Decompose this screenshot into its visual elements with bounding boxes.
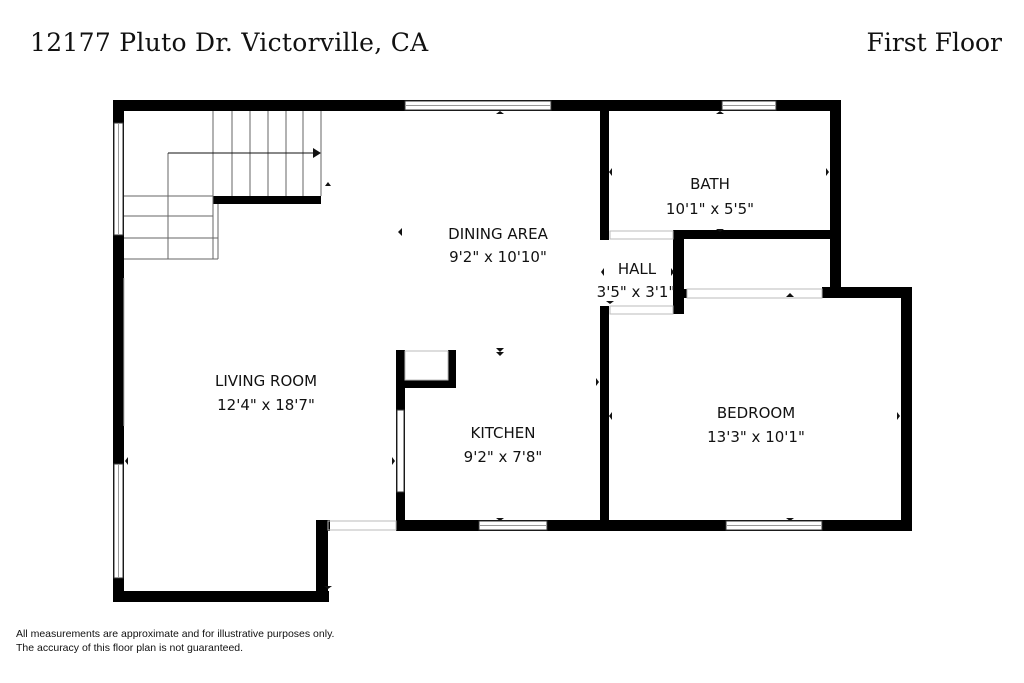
room-dining: DINING AREA 9'2" x 10'10" <box>448 225 548 266</box>
wall-nook-right <box>448 350 456 388</box>
disclaimer-line: All measurements are approximate and for… <box>16 628 335 640</box>
wall-hall-right <box>673 230 684 314</box>
staircase <box>124 111 322 260</box>
windows <box>113 100 823 579</box>
room-name: LIVING ROOM <box>215 372 317 390</box>
stair-arrow-icon <box>313 148 321 158</box>
room-dimensions: 12'4" x 18'7" <box>217 396 315 414</box>
room-bath: BATH 10'1" x 5'5" <box>666 175 754 218</box>
wall-bump-top <box>316 520 330 531</box>
floor-label: First Floor <box>866 28 1002 57</box>
room-dimensions: 9'2" x 10'10" <box>449 248 547 266</box>
disclaimer-line: The accuracy of this floor plan is not g… <box>16 641 244 654</box>
room-dimensions: 13'3" x 10'1" <box>707 428 805 446</box>
room-bedroom: BEDROOM 13'3" x 10'1" <box>707 404 805 446</box>
room-dimensions: 10'1" x 5'5" <box>666 200 754 218</box>
room-name: BEDROOM <box>717 404 795 422</box>
wall-left <box>113 100 124 602</box>
dimension-markers <box>125 111 900 589</box>
room-name: DINING AREA <box>448 225 548 243</box>
wall-right-upper <box>830 100 841 298</box>
openings <box>123 230 823 531</box>
room-hall: HALL 3'5" x 3'1" <box>597 260 676 301</box>
wall-bottom-right <box>396 520 912 531</box>
wall-bottom-left <box>113 591 329 602</box>
wall-bedroom-top <box>673 289 687 298</box>
wall-nook-bottom <box>396 380 456 388</box>
property-address: 12177 Pluto Dr. Victorville, CA <box>30 28 429 57</box>
disclaimer: All measurements are approximate and for… <box>16 628 334 655</box>
wall-bump <box>316 520 328 602</box>
wall-bath-bottom <box>673 230 841 239</box>
room-name: KITCHEN <box>471 424 536 442</box>
room-living: LIVING ROOM 12'4" x 18'7" <box>215 372 317 414</box>
wall-bath-left <box>600 100 609 240</box>
wall-stair <box>213 196 321 204</box>
wall-right-step <box>822 287 912 298</box>
wall-bedroom-left <box>600 306 609 531</box>
room-name: HALL <box>618 260 657 278</box>
room-dimensions: 9'2" x 7'8" <box>464 448 543 466</box>
wall-right-lower <box>901 287 912 531</box>
room-name: BATH <box>690 175 730 193</box>
room-dimensions: 3'5" x 3'1" <box>597 283 676 301</box>
room-kitchen: KITCHEN 9'2" x 7'8" <box>464 424 543 466</box>
window-kitchen-side <box>396 409 405 493</box>
